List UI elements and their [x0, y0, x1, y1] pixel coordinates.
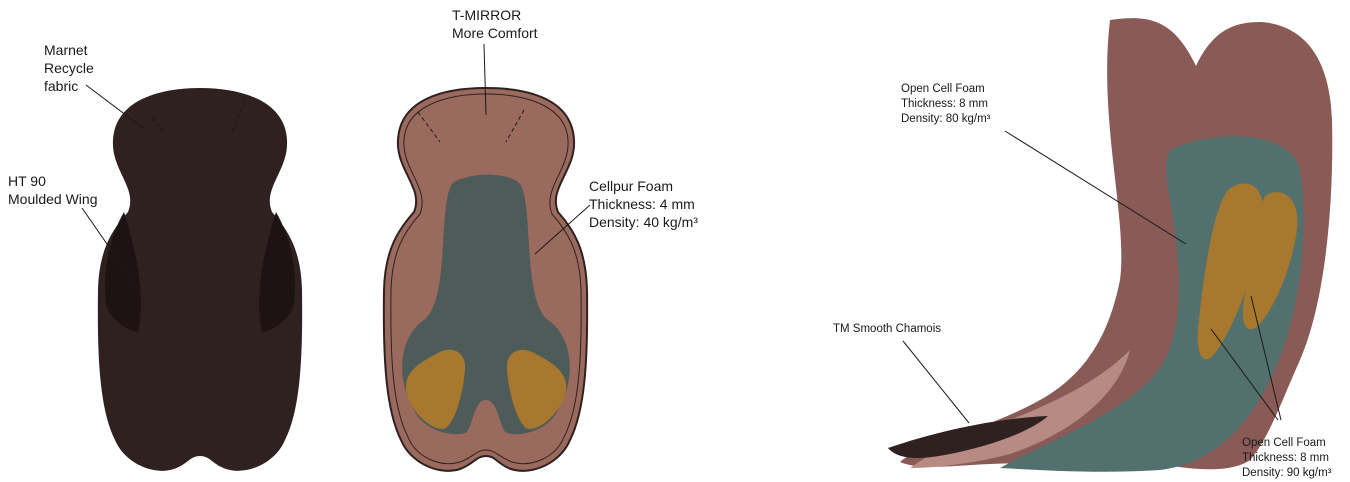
- opencell-bottom-line2: Thickness: 8 mm: [1242, 452, 1329, 464]
- opencell-bottom-line3: Density: 90 kg/m³: [1242, 467, 1332, 479]
- cellpur-label-line2: Thickness: 4 mm: [589, 196, 695, 212]
- inner-view-pad: [384, 88, 587, 471]
- ht90-label: HT 90 Moulded Wing: [8, 173, 98, 207]
- opencell-bottom-line1: Open Cell Foam: [1242, 437, 1326, 449]
- cellpur-label: Cellpur Foam Thickness: 4 mm Density: 40…: [589, 178, 699, 230]
- tmirror-label: T-MIRROR More Comfort: [452, 7, 538, 41]
- marnet-label: Marnet Recycle fabric: [44, 42, 98, 94]
- cellpur-label-line3: Density: 40 kg/m³: [589, 214, 698, 230]
- marnet-label-line1: Marnet: [44, 42, 88, 58]
- opencell-top-line2: Thickness: 8 mm: [901, 98, 988, 110]
- tm-smooth-label: TM Smooth Chamois: [833, 323, 941, 335]
- opencell-top-label: Open Cell Foam Thickness: 8 mm Density: …: [901, 83, 991, 125]
- ht90-label-line2: Moulded Wing: [8, 191, 98, 207]
- opencell-top-line3: Density: 80 kg/m³: [901, 113, 991, 125]
- opencell-bottom-label: Open Cell Foam Thickness: 8 mm Density: …: [1242, 437, 1332, 479]
- opencell-top-line1: Open Cell Foam: [901, 83, 985, 95]
- tm-smooth-leader: [903, 341, 969, 423]
- tmirror-label-line2: More Comfort: [452, 25, 538, 41]
- cellpur-label-line1: Cellpur Foam: [589, 178, 673, 194]
- tmirror-label-line1: T-MIRROR: [452, 7, 521, 23]
- ht90-label-line1: HT 90: [8, 173, 46, 189]
- outer-view-pad: [98, 88, 302, 471]
- marnet-label-line3: fabric: [44, 78, 78, 94]
- marnet-label-line2: Recycle: [44, 60, 94, 76]
